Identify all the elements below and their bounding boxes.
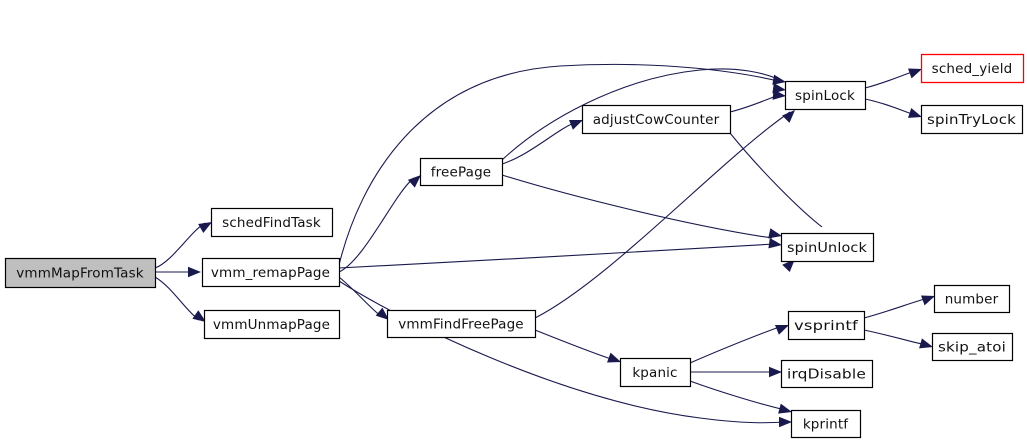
edge-vmmFindFreePage-to-spinLock bbox=[534, 111, 791, 319]
node-label-kprintf: kprintf bbox=[803, 417, 849, 433]
arrowhead-vmmFindFreePage-in bbox=[375, 307, 389, 320]
arrowheads-layer bbox=[188, 68, 935, 428]
arrowhead-adjustCowCounter-in bbox=[568, 120, 583, 130]
arrowhead-spinUnlock-in-3 bbox=[782, 259, 795, 272]
arrowhead-freePage-in bbox=[407, 175, 421, 188]
node-box-spinUnlock[interactable] bbox=[780, 232, 875, 263]
arrowhead-number-in bbox=[921, 295, 935, 306]
node-box-adjustCowCounter[interactable] bbox=[581, 104, 732, 135]
node-adjustCowCounter[interactable]: adjustCowCounter bbox=[581, 104, 732, 135]
node-box-vmmUnmapPage[interactable] bbox=[203, 309, 341, 340]
node-irqDisable[interactable]: irqDisable bbox=[780, 359, 874, 389]
node-label-vsprintf: vsprintf bbox=[794, 318, 859, 334]
edge-vmmMapFromTask-to-vmmUnmapPage bbox=[154, 276, 200, 321]
node-vmmUnmapPage[interactable]: vmmUnmapPage bbox=[203, 309, 341, 340]
node-label-irqDisable: irqDisable bbox=[787, 367, 866, 383]
node-vmm_remapPage[interactable]: vmm_remapPage bbox=[201, 257, 341, 288]
arrowhead-spinLock-in-4 bbox=[782, 110, 795, 123]
edge-vsprintf-to-skip_atoi bbox=[863, 329, 927, 346]
node-label-vmm_remapPage: vmm_remapPage bbox=[211, 265, 330, 281]
edge-kpanic-to-kprintf bbox=[689, 380, 786, 411]
node-label-spinUnlock: spinUnlock bbox=[787, 240, 867, 256]
edge-adjustCowCounter-to-spinLock bbox=[729, 94, 780, 113]
node-box-vsprintf[interactable] bbox=[787, 310, 866, 341]
node-sched_yield[interactable]: sched_yield bbox=[920, 53, 1025, 84]
node-label-vmmMapFromTask: vmmMapFromTask bbox=[16, 266, 143, 282]
arrowhead-spinLock-in-1 bbox=[772, 74, 786, 85]
edge-vmmFindFreePage-to-kpanic bbox=[534, 329, 615, 361]
node-label-skip_atoi: skip_atoi bbox=[938, 340, 1006, 356]
arrowhead-irqDisable-in bbox=[769, 366, 782, 378]
arrowhead-vmm_remapPage-in bbox=[188, 266, 201, 278]
node-label-adjustCowCounter: adjustCowCounter bbox=[593, 112, 720, 128]
arrowhead-kprintf-in-2 bbox=[779, 416, 792, 428]
node-spinTryLock[interactable]: spinTryLock bbox=[920, 104, 1024, 135]
node-label-kpanic: kpanic bbox=[632, 365, 677, 381]
edge-vmm_remapPage-to-spinUnlock bbox=[338, 243, 776, 269]
edges-layer bbox=[154, 63, 929, 424]
node-skip_atoi[interactable]: skip_atoi bbox=[931, 332, 1014, 362]
arrowhead-spinUnlock-in-1 bbox=[768, 228, 782, 239]
node-spinUnlock[interactable]: spinUnlock bbox=[780, 232, 875, 263]
node-box-kpanic[interactable] bbox=[619, 357, 692, 388]
arrowhead-spinUnlock-in-2 bbox=[768, 238, 782, 249]
node-schedFindTask[interactable]: schedFindTask bbox=[210, 207, 334, 238]
node-box-kprintf[interactable] bbox=[790, 409, 862, 439]
node-label-vmmFindFreePage: vmmFindFreePage bbox=[398, 317, 524, 333]
node-box-sched_yield[interactable] bbox=[920, 53, 1025, 84]
arrowhead-spinTryLock-in bbox=[908, 108, 922, 118]
node-box-freePage[interactable] bbox=[419, 157, 504, 187]
edge-vmm_remapPage-to-spinLock bbox=[338, 63, 779, 266]
node-freePage[interactable]: freePage bbox=[419, 157, 504, 187]
edge-spinLock-to-sched_yield bbox=[864, 70, 916, 89]
node-box-schedFindTask[interactable] bbox=[210, 207, 334, 238]
node-vmmFindFreePage[interactable]: vmmFindFreePage bbox=[386, 309, 537, 339]
node-box-vmmFindFreePage[interactable] bbox=[386, 309, 537, 339]
arrowhead-skip_atoi-in bbox=[919, 338, 933, 349]
edge-spinLock-to-spinTryLock bbox=[864, 98, 916, 116]
arrowhead-sched_yield-in bbox=[908, 68, 922, 79]
edge-vmm_remapPage-to-vmmFindFreePage bbox=[338, 276, 383, 318]
edge-vsprintf-to-number bbox=[863, 297, 929, 319]
node-kpanic[interactable]: kpanic bbox=[619, 357, 692, 388]
arrowhead-kpanic-in bbox=[607, 352, 621, 363]
edge-adjustCowCounter-to-spinUnlock bbox=[729, 132, 823, 228]
edge-freePage-to-spinUnlock bbox=[501, 174, 773, 239]
edge-freePage-to-adjustCowCounter bbox=[501, 121, 577, 165]
edge-kpanic-to-vsprintf bbox=[689, 325, 783, 364]
edge-vmm_remapPage-to-freePage bbox=[338, 177, 415, 273]
nodes-layer: vmmMapFromTask schedFindTask vmm_remapPage… bbox=[4, 53, 1025, 439]
arrowhead-schedFindTask-in bbox=[198, 222, 212, 234]
edge-vmm_remapPage-to-kprintf bbox=[338, 280, 787, 424]
node-vmmMapFromTask[interactable]: vmmMapFromTask bbox=[4, 257, 157, 289]
node-box-vmm_remapPage[interactable] bbox=[201, 257, 341, 288]
node-label-number: number bbox=[945, 292, 999, 308]
node-vsprintf[interactable]: vsprintf bbox=[787, 310, 866, 341]
node-label-sched_yield: sched_yield bbox=[932, 61, 1013, 77]
node-label-vmmUnmapPage: vmmUnmapPage bbox=[213, 317, 330, 333]
node-box-number[interactable] bbox=[933, 284, 1011, 314]
arrowhead-vmmUnmapPage-in bbox=[192, 310, 206, 322]
node-box-irqDisable[interactable] bbox=[780, 359, 874, 389]
node-label-freePage: freePage bbox=[431, 165, 492, 181]
node-number[interactable]: number bbox=[933, 284, 1011, 314]
node-spinLock[interactable]: spinLock bbox=[784, 80, 867, 111]
node-box-spinTryLock[interactable] bbox=[920, 104, 1024, 135]
node-label-schedFindTask: schedFindTask bbox=[222, 215, 321, 231]
arrowhead-spinLock-in-3 bbox=[772, 89, 786, 100]
node-box-vmmMapFromTask[interactable] bbox=[4, 257, 157, 289]
node-label-spinTryLock: spinTryLock bbox=[927, 112, 1016, 128]
edge-freePage-to-spinLock bbox=[501, 68, 779, 161]
edge-vmmMapFromTask-to-schedFindTask bbox=[154, 222, 206, 269]
node-label-spinLock: spinLock bbox=[795, 88, 855, 104]
arrowhead-kprintf-in-1 bbox=[778, 403, 792, 414]
node-kprintf[interactable]: kprintf bbox=[790, 409, 862, 439]
arrowhead-vsprintf-in bbox=[774, 325, 789, 335]
node-box-spinLock[interactable] bbox=[784, 80, 867, 111]
node-box-skip_atoi[interactable] bbox=[931, 332, 1014, 362]
